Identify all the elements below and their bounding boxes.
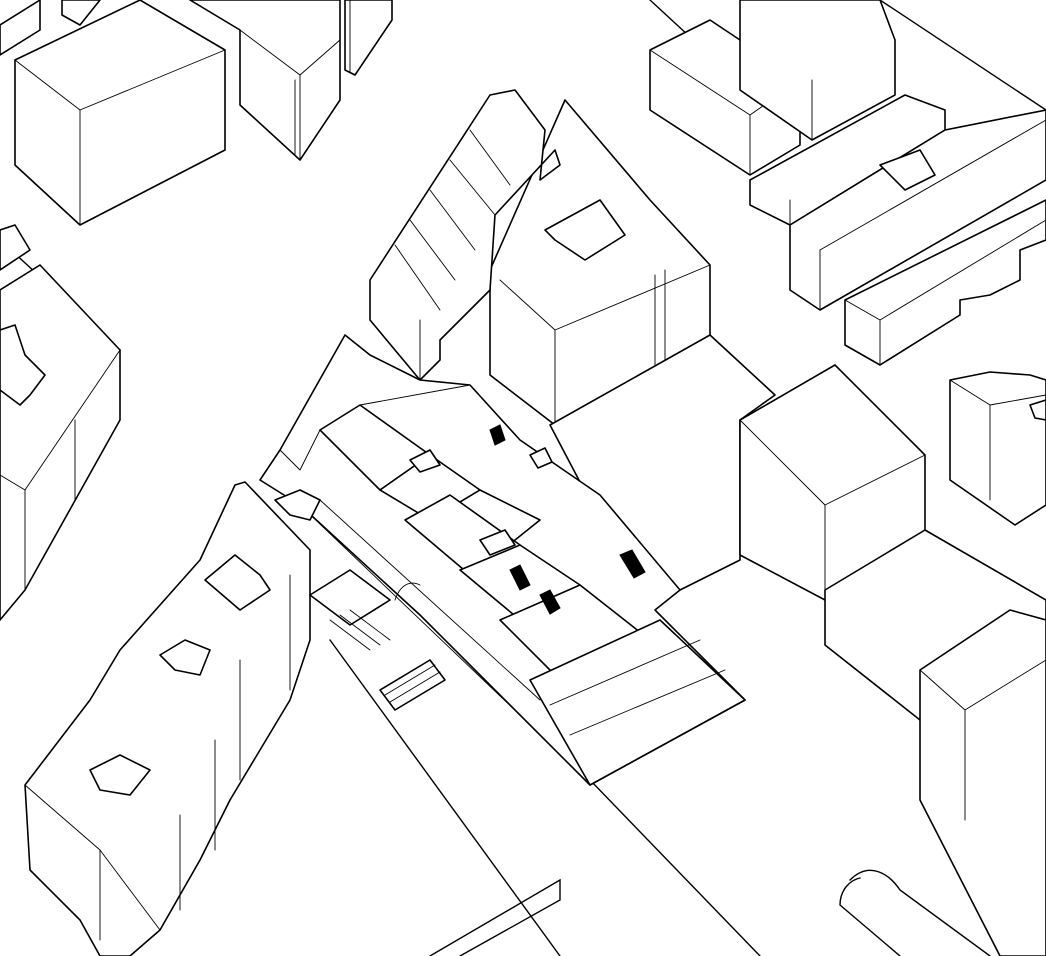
building-rh-seg-2 [409,219,456,281]
building-bl-courtyard-2 [159,639,211,676]
building-lm-courtyard [0,324,46,406]
building-rh-outline [369,89,561,381]
building-tr-5 [844,199,1046,366]
building-tr-4-ridge [819,119,1046,251]
project-furniture-3 [619,549,646,579]
project-terrace-line-1 [549,639,701,706]
building-left-middle [0,224,121,621]
building-lm-volume [0,264,121,621]
entry-arc [394,582,421,601]
building-bl-volume [24,481,311,956]
building-bl-courtyard-3 [89,754,151,796]
roundabout-island [849,869,991,956]
building-center-right [549,334,1046,721]
project-cutaway [259,334,746,786]
street-edge-s-2 [589,779,761,956]
project-ramp-edge [299,504,521,716]
building-tr-2 [739,0,896,141]
building-top-left [0,0,226,226]
street-corner-s [429,878,561,956]
street-edge-ne-2 [879,0,1046,111]
building-bottom-left [24,481,311,956]
project-entry-stairs [274,489,446,711]
project-ramp-edge-2 [319,499,541,701]
entry-element-1 [274,489,321,521]
street-edge-s-1 [329,639,561,956]
building-rh-seg-5 [469,129,511,186]
building-tl-small [0,0,41,56]
building-row-houses [369,89,561,381]
building-rm-notch [1029,399,1046,421]
entry-stair-lower-line-1 [384,664,436,696]
building-top-center [189,0,393,161]
building-br-volume [919,609,1046,956]
building-top-right-row [649,0,1046,366]
project-furniture-4 [489,424,506,446]
project-stair-box [479,529,516,556]
building-center-top [489,99,711,426]
project-furniture-1 [509,564,531,591]
project-box-small [409,449,441,473]
building-right-mid [949,371,1046,526]
entry-stair-line-1 [329,619,371,651]
project-terrace-line-2 [569,669,726,736]
project-furniture-2 [539,589,561,615]
entry-stair-line-2 [339,614,381,646]
building-tr-4-bay [879,149,936,191]
building-ct-courtyard [544,199,626,261]
building-bottom-right [919,609,1046,956]
project-terrace [529,619,746,786]
building-tc-small [344,0,393,76]
building-tl-notch [61,0,101,26]
building-rh-seg-4 [449,159,496,216]
building-rh-seg-1 [394,244,441,311]
entry-stair-lower-line-2 [389,671,441,703]
building-rh-seg-3 [429,189,476,251]
building-tl-volume [14,0,226,226]
entry-stair-lower [379,659,446,711]
entry-stair-landing [309,569,391,626]
building-rm-volume [949,371,1046,526]
building-lm-top [0,224,31,271]
project-box-small-2 [529,447,553,469]
building-bl-courtyard-1 [204,554,271,611]
entry-stair-line-3 [349,609,391,641]
building-tr-4 [789,109,1046,311]
roundabout-island-edge [839,877,901,956]
